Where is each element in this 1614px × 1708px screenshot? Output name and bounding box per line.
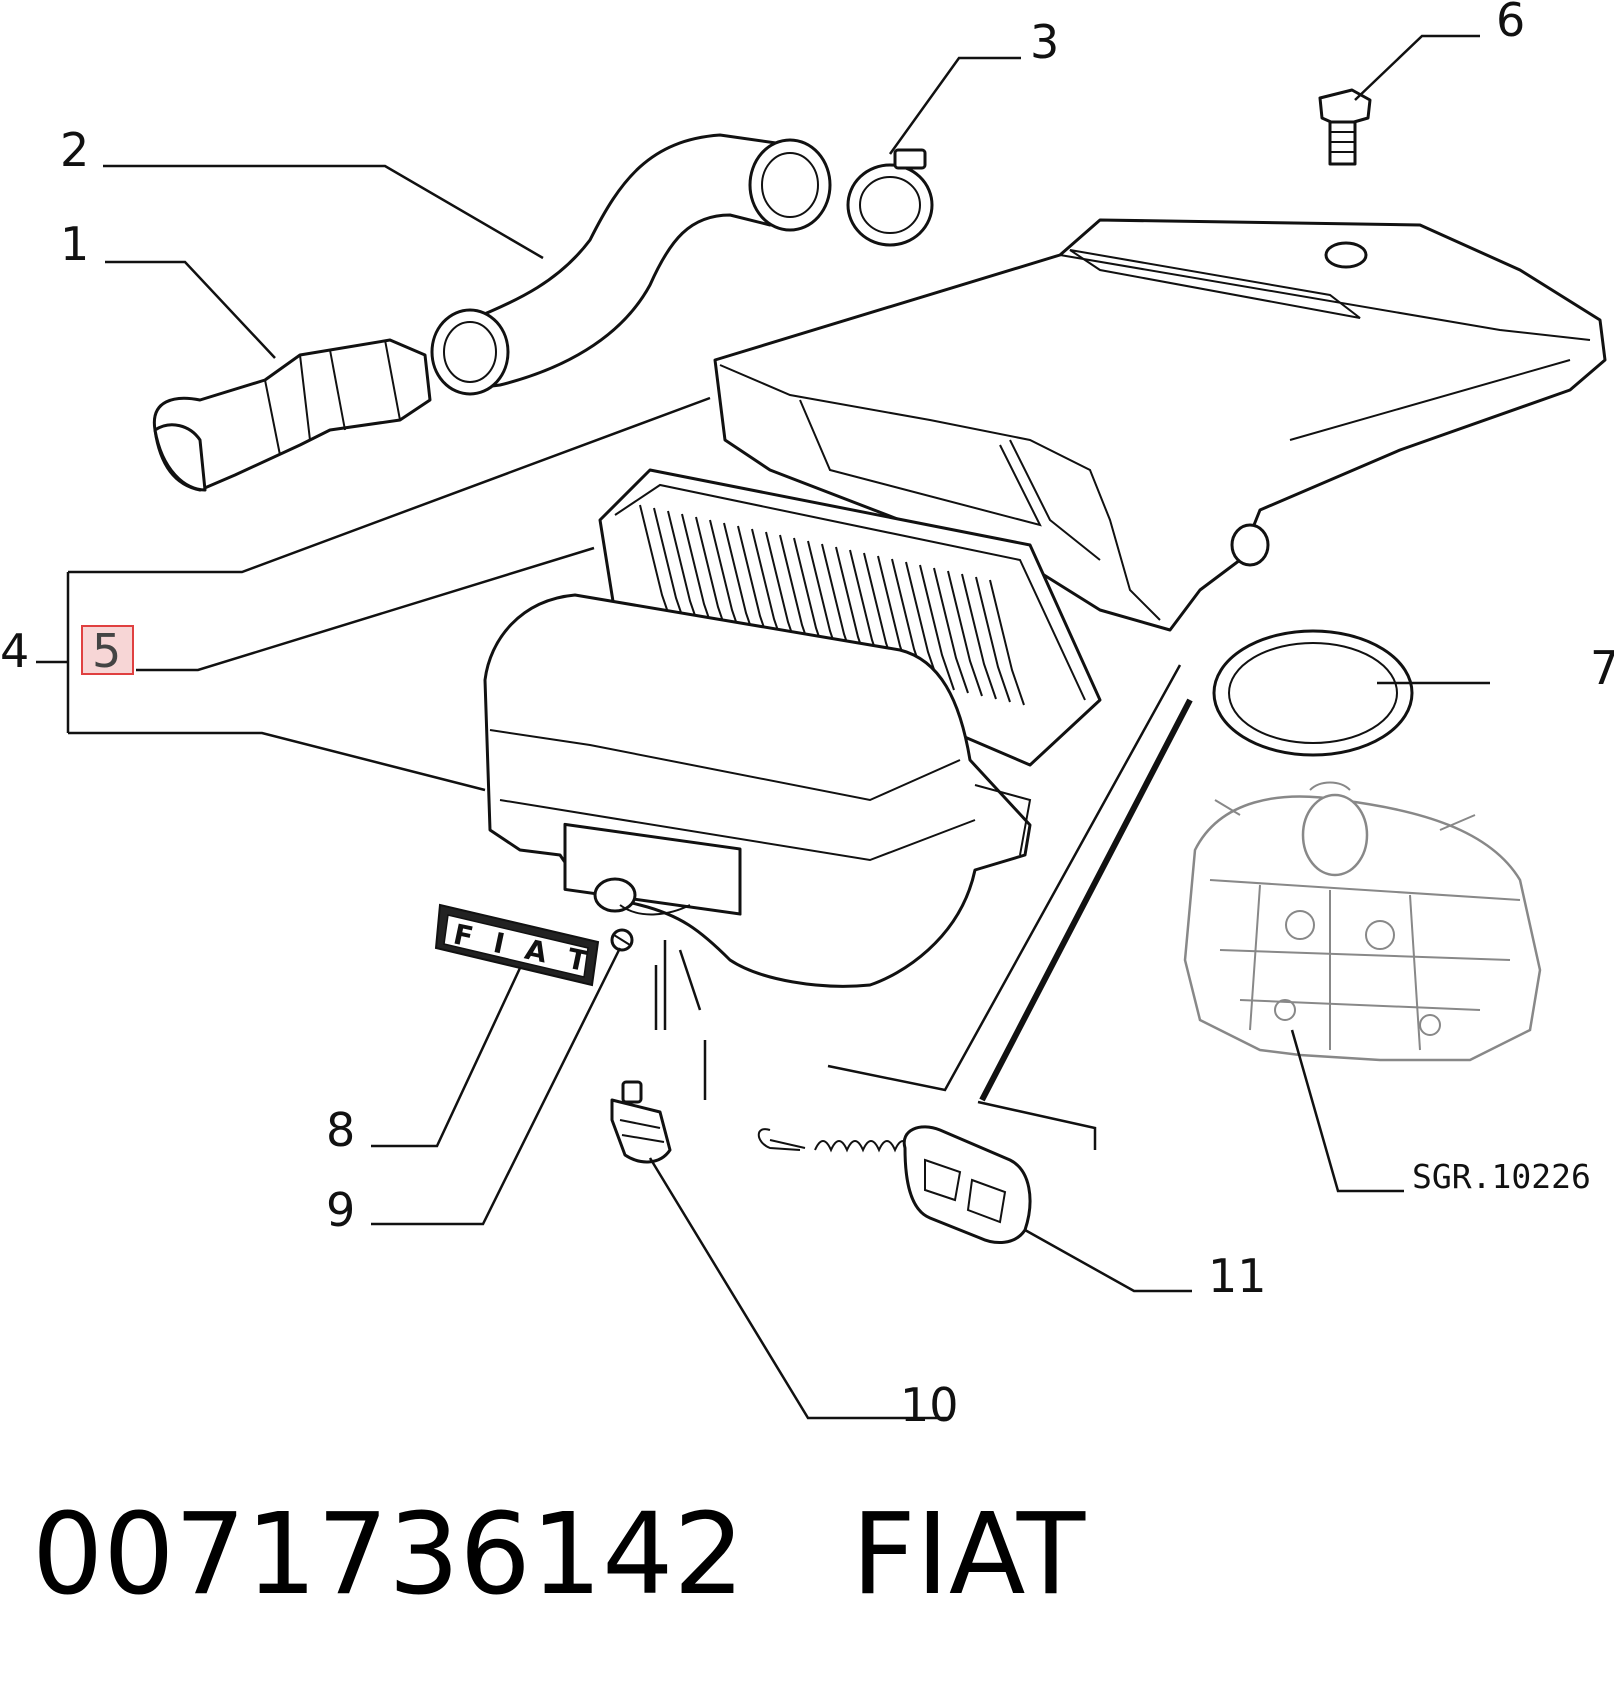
part-8-fiat-badge: F I A T xyxy=(434,903,600,987)
part-9-screw xyxy=(610,928,634,952)
part-7-seal-ring xyxy=(1212,629,1414,757)
filter-pleat xyxy=(961,573,997,700)
callout-6: 6 xyxy=(1496,0,1525,47)
part-11-retaining-strap xyxy=(757,1125,1032,1244)
callout-3: 3 xyxy=(1030,15,1059,69)
filter-pleat xyxy=(989,579,1025,706)
callout-10: 10 xyxy=(900,1378,959,1432)
callout-7: 7 xyxy=(1590,641,1614,695)
callout-5-highlight xyxy=(81,625,134,675)
air-filter-lower-box xyxy=(483,593,1032,988)
part-number-caption: 0071736142 FIAT xyxy=(32,1490,1085,1620)
carburetor-reference-drawing xyxy=(1183,781,1542,1062)
brand-name: FIAT xyxy=(851,1490,1086,1620)
leader-lines xyxy=(36,34,1490,1420)
callout-labels: 1 2 3 4 5 6 7 8 9 10 11 SGR.10226 xyxy=(0,0,1614,1432)
part-3-hose-clamp xyxy=(846,148,934,247)
filter-pleat xyxy=(933,567,969,694)
filter-pleat xyxy=(975,576,1011,703)
filter-pleat xyxy=(919,564,955,691)
callout-11: 11 xyxy=(1208,1249,1267,1303)
part-number: 0071736142 xyxy=(32,1490,745,1620)
callout-4: 4 xyxy=(0,624,29,678)
part-10-drain-valve xyxy=(610,1080,672,1164)
assembly-guide-lines xyxy=(654,664,1193,1150)
drawing-reference: SGR.10226 xyxy=(1412,1157,1591,1196)
callout-2: 2 xyxy=(60,123,89,177)
callout-1: 1 xyxy=(60,217,89,271)
callout-5: 5 xyxy=(92,624,121,678)
filter-pleat xyxy=(947,570,983,697)
part-1-intake-duct xyxy=(152,338,432,492)
callout-9: 9 xyxy=(326,1183,355,1237)
part-6-bolt xyxy=(1318,88,1372,166)
part-2-hose xyxy=(430,133,832,396)
callout-8: 8 xyxy=(326,1103,355,1157)
